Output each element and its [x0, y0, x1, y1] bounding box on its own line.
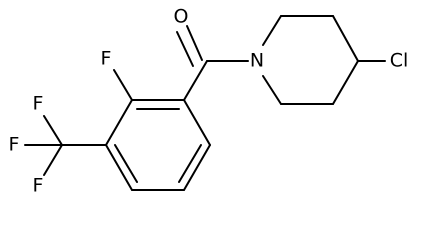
benzene-bond-2 [105, 99, 133, 146]
ring-cf-bond [113, 69, 133, 101]
carbonyl-double-bond-a [186, 25, 203, 61]
piperidine-bond-3 [332, 15, 359, 62]
piperidine-bond-1 [262, 15, 282, 46]
piperidine-bond-6 [262, 75, 282, 105]
benzene-inner-bond-2 [114, 144, 138, 183]
piperidine-bond-4 [332, 60, 359, 105]
cf3-fluorine-left-label: F [9, 134, 20, 156]
bond-layer [24, 15, 386, 191]
atom-label-layer: O N Cl F F F F [9, 6, 409, 197]
benzene-bond-5 [183, 144, 211, 191]
chemical-structure: O N Cl F F F F [9, 6, 409, 197]
chlorine-label: Cl [390, 50, 409, 72]
cf3-fluorine-top-label: F [33, 93, 44, 115]
ring-fluorine-label: F [101, 48, 112, 70]
cf3-fluorine-bottom-label: F [33, 175, 44, 197]
benzene-bond-3 [105, 144, 133, 191]
benzene-inner-bond-3 [178, 144, 202, 183]
cf3-f1-bond [43, 115, 63, 146]
benzene-bond-6 [183, 99, 211, 146]
carbonyl-double-bond-b [176, 31, 194, 67]
carbonyl-aryl-bond [183, 60, 208, 101]
nitrogen-label: N [250, 50, 264, 72]
oxygen-label: O [174, 6, 189, 28]
cf3-f3-bond [43, 144, 63, 176]
